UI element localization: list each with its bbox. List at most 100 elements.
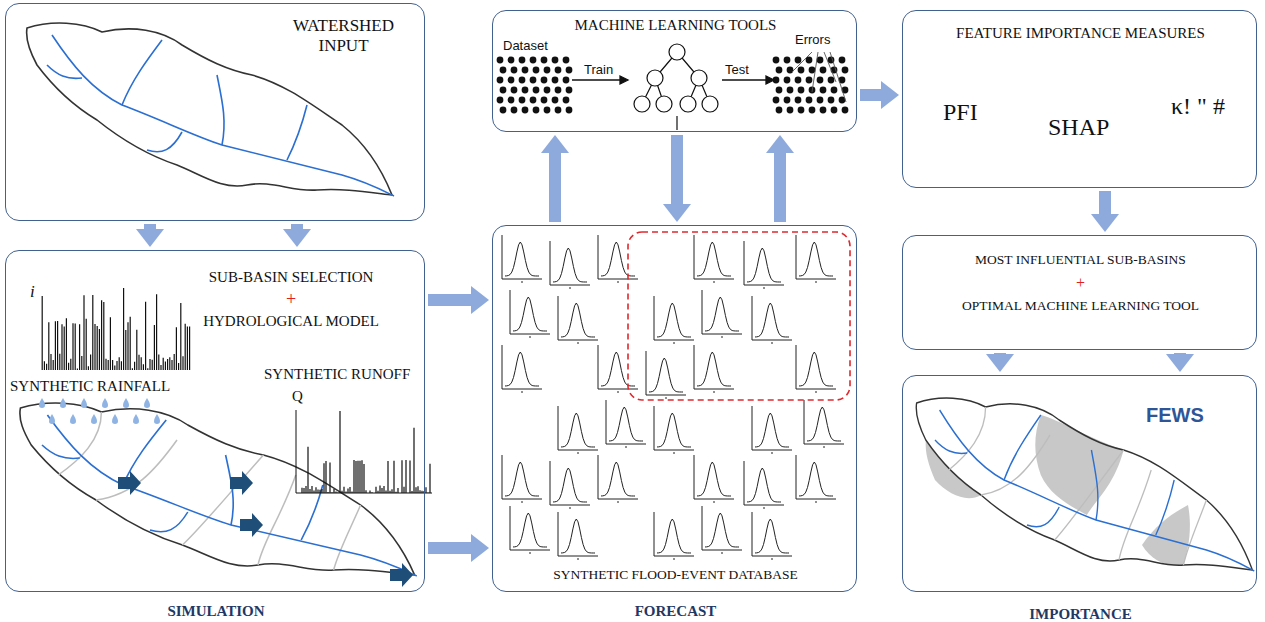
data-point <box>497 97 504 104</box>
hydrograph <box>505 242 539 276</box>
rainfall-series <box>61 324 62 370</box>
plus-sign: + <box>166 289 416 310</box>
step-label: Test <box>725 63 749 78</box>
rainfall-series <box>48 322 49 370</box>
data-point <box>842 67 849 74</box>
hydrograph <box>598 235 638 279</box>
process-arrow <box>572 76 774 84</box>
hydrograph <box>502 235 542 279</box>
rainfall-series <box>145 302 146 370</box>
hydrograph <box>702 506 742 550</box>
rainfall-series <box>66 318 67 370</box>
outlet-arrow <box>230 471 253 495</box>
data-point <box>566 67 573 74</box>
rainfall-series <box>50 354 51 370</box>
flow-arrow <box>144 224 156 229</box>
decision-tree <box>634 44 718 130</box>
runoff-series <box>309 489 310 493</box>
data-point <box>508 97 515 104</box>
runoff-series <box>361 460 362 493</box>
rainfall-series <box>123 288 124 370</box>
hydrograph <box>702 290 742 334</box>
rain-drop <box>60 398 66 408</box>
runoff-series <box>303 488 304 493</box>
runoff-series <box>355 461 356 493</box>
runoff-series <box>323 463 324 493</box>
hydrograph <box>657 303 691 337</box>
data-point <box>784 77 791 84</box>
rainfall-series <box>167 359 168 370</box>
rainfall-series <box>185 324 186 370</box>
watershed-map <box>47 35 394 196</box>
hydrograph <box>744 241 784 285</box>
data-point <box>784 57 791 64</box>
process-arrow <box>766 76 774 84</box>
runoff-series <box>315 487 316 493</box>
box-title: FEATURE IMPORTANCE MEASURES <box>903 25 1258 42</box>
hydrograph <box>578 558 579 560</box>
fews-map <box>935 410 1254 571</box>
rain-drop <box>81 398 87 408</box>
step-label: Train <box>584 63 613 78</box>
hydrograph <box>666 397 667 399</box>
rainfall-series <box>134 362 135 370</box>
hydrograph <box>558 406 598 450</box>
box-title: MOST INFLUENTIAL SUB-BASINS <box>903 252 1258 268</box>
data-point <box>497 77 504 84</box>
data-point <box>497 57 504 64</box>
data-point <box>519 77 526 84</box>
data-point <box>544 107 551 114</box>
step-title: SUB-BASIN SELECTION <box>166 269 416 286</box>
runoff-series <box>301 488 302 493</box>
runoff-series <box>405 460 406 493</box>
panel-title: SYNTHETIC FLOOD-EVENT DATABASE <box>493 567 858 583</box>
data-point <box>798 107 805 114</box>
runoff-series <box>321 489 322 493</box>
data-point <box>563 57 570 64</box>
rainfall-series <box>165 361 166 370</box>
rainfall-series <box>163 358 164 370</box>
outlet-arrow <box>118 471 141 495</box>
rainfall-series <box>70 359 71 370</box>
decision-tree <box>676 116 677 130</box>
hydrograph <box>772 342 773 344</box>
runoff-series <box>307 447 308 493</box>
runoff-series <box>415 487 416 493</box>
runoff-series <box>349 487 350 493</box>
outlet-arrow <box>118 471 413 587</box>
hydrograph <box>796 345 836 389</box>
rain-drop <box>49 414 55 424</box>
hydrograph <box>646 351 686 395</box>
data-point <box>787 67 794 74</box>
hydrograph <box>694 455 734 499</box>
hydrograph <box>618 391 619 393</box>
hydrograph <box>550 241 590 285</box>
rainfall-series <box>108 360 109 370</box>
data-point <box>555 87 562 94</box>
data-point <box>555 67 562 74</box>
hydrograph <box>755 303 789 337</box>
data-point <box>552 97 559 104</box>
box-title: OPTIMAL MACHINE LEARNING TOOL <box>903 298 1258 314</box>
rainfall-series <box>39 369 40 370</box>
hydrograph <box>609 407 643 441</box>
rainfall-series <box>40 288 190 370</box>
data-point <box>842 107 849 114</box>
runoff-series <box>339 411 340 493</box>
leader-line <box>824 52 836 82</box>
hydrograph <box>558 512 598 556</box>
leader-line <box>812 52 818 92</box>
data-point <box>522 87 529 94</box>
data-point <box>522 67 529 74</box>
rainfall-series <box>174 354 175 370</box>
rainfall-series <box>187 326 188 370</box>
data-point <box>784 97 791 104</box>
hydrograph <box>807 407 841 441</box>
rain-drop <box>70 414 76 424</box>
data-point <box>511 87 518 94</box>
hydrograph <box>561 413 595 447</box>
hydrograph <box>550 461 590 505</box>
selection-frame <box>628 232 850 400</box>
sub-basin-map <box>20 403 415 575</box>
hydrograph <box>601 462 635 496</box>
